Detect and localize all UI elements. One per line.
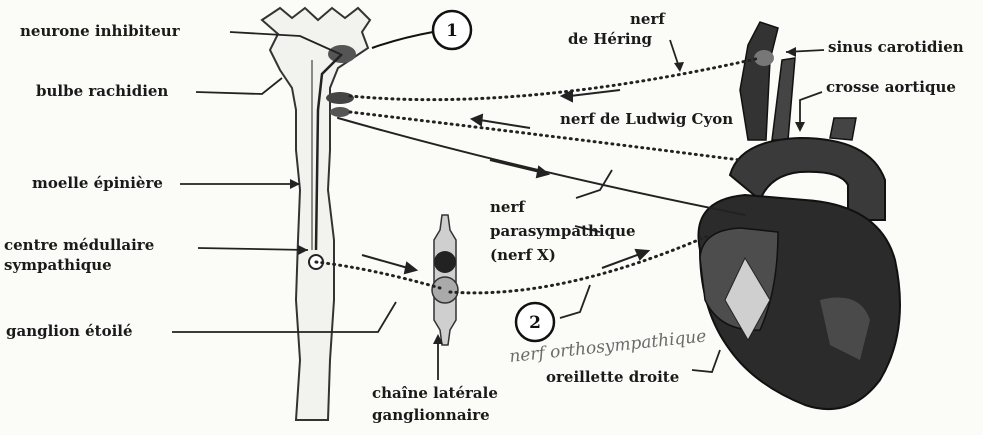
label-centre-medullaire-2: sympathique [4, 256, 112, 274]
label-nerf-para-1: nerf [490, 198, 526, 216]
label-ganglion-etoile: ganglion étoilé [6, 322, 133, 340]
sympathetic-chain [432, 215, 458, 345]
label-oreillette-droite: oreillette droite [546, 368, 679, 386]
label-nerf-hering-2: de Héring [568, 30, 652, 48]
marker-2: 2 [516, 303, 554, 341]
label-nerf-para-2: parasympathique [490, 222, 636, 240]
label-centre-medullaire-1: centre médullaire [4, 236, 154, 254]
marker-1: 1 [372, 11, 471, 49]
label-moelle-epiniere: moelle épinière [32, 174, 163, 192]
label-bulbe-rachidien: bulbe rachidien [36, 82, 168, 100]
label-chaine-2: ganglionnaire [372, 406, 490, 424]
label-nerf-para-3: (nerf X) [490, 246, 556, 264]
label-nerf-ludwig: nerf de Ludwig Cyon [560, 110, 733, 128]
label-nerf-hering-1: nerf [630, 10, 666, 28]
label-sinus-carotidien: sinus carotidien [828, 38, 964, 56]
marker-1-label: 1 [446, 21, 458, 41]
label-chaine-1: chaîne latérale [372, 384, 498, 402]
marker-2-label: 2 [529, 313, 541, 333]
label-neurone-inhibiteur: neurone inhibiteur [20, 22, 181, 40]
label-crosse-aortique: crosse aortique [826, 78, 956, 96]
